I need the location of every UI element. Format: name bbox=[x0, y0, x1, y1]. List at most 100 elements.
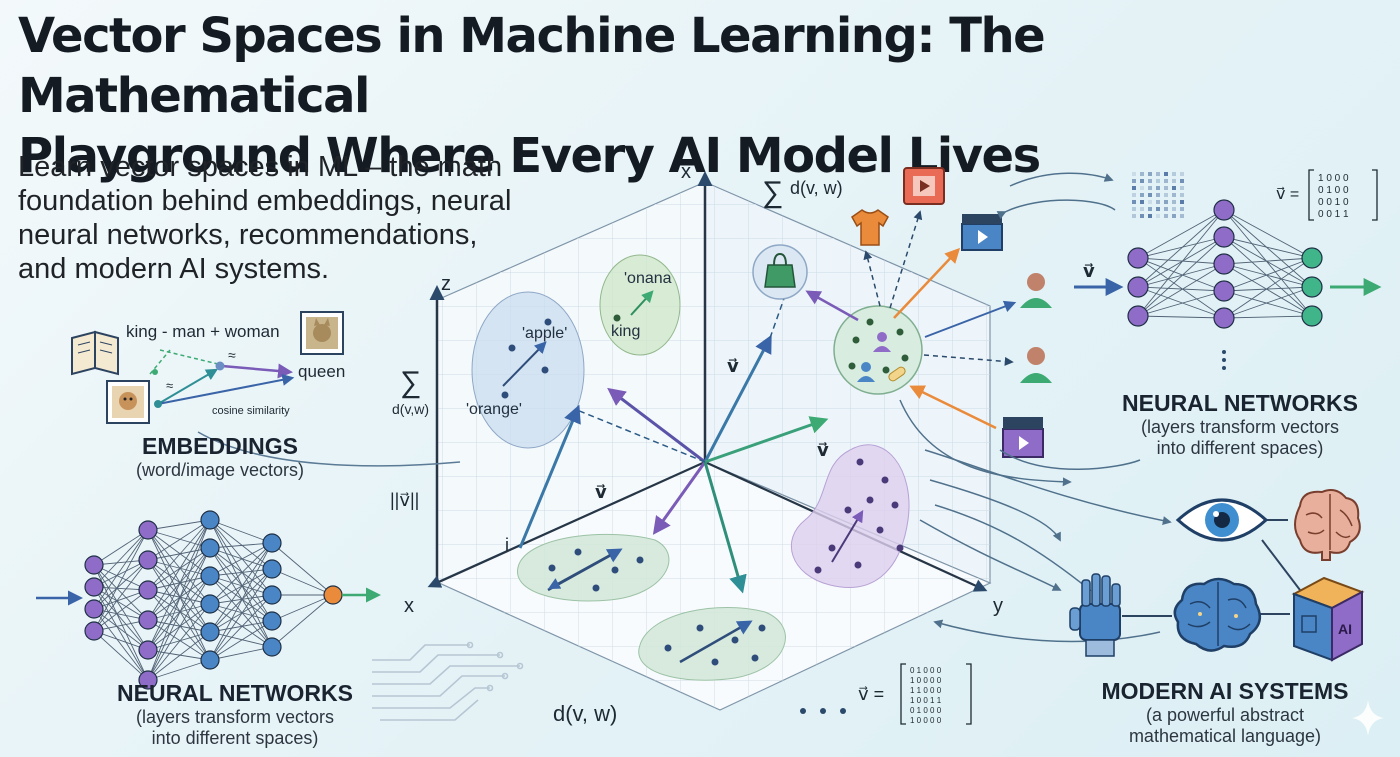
matrix-bottom: v⃗ = 0 1 0 0 0 1 0 0 0 0 1 1 0 0 0 1 0 0… bbox=[800, 663, 972, 725]
network-edge bbox=[147, 519, 211, 621]
x-axis-bottom bbox=[427, 460, 706, 588]
robot-hand-icon bbox=[1069, 573, 1121, 657]
subtitle-line-3: neural networks, recommendations, bbox=[18, 219, 478, 251]
embeddings-subheading: (word/image vectors) bbox=[135, 460, 305, 481]
floor-cluster-2 bbox=[638, 606, 786, 681]
dot-grid-cell bbox=[1140, 207, 1144, 211]
network-edge bbox=[147, 589, 211, 633]
network-edge bbox=[93, 559, 149, 632]
network-edge bbox=[209, 542, 273, 577]
embeddings-illustration: king - man + woman queen ≈ ≈ cosine simi… bbox=[71, 311, 461, 467]
dot-grid-cell bbox=[1164, 179, 1168, 183]
subtitle-line-4: and modern AI systems. bbox=[18, 253, 330, 285]
network-edge bbox=[147, 659, 211, 681]
matrix-top-row: 1 0 0 0 bbox=[1318, 173, 1349, 184]
network-edge bbox=[209, 519, 273, 596]
dot-grid-cell bbox=[1164, 214, 1168, 218]
network-node bbox=[262, 585, 282, 605]
network-node bbox=[138, 550, 158, 570]
network-edge bbox=[1137, 315, 1225, 319]
user-icon bbox=[857, 362, 875, 382]
network-edge bbox=[209, 594, 273, 633]
network-edge bbox=[209, 547, 273, 648]
label-onana: 'onana bbox=[624, 270, 672, 287]
dot-grid-cell bbox=[1140, 186, 1144, 190]
dot-grid-cell bbox=[1172, 186, 1176, 190]
svg-text:AI: AI bbox=[1338, 621, 1352, 637]
network-edge bbox=[147, 603, 211, 681]
axis-label-x-top: x bbox=[681, 161, 691, 183]
dot-grid-cell bbox=[1132, 172, 1136, 176]
network-edge bbox=[147, 603, 211, 651]
network-edge bbox=[147, 547, 211, 561]
royalty-cluster: 'onana king bbox=[599, 254, 681, 356]
matrix-top-label: v⃗ = bbox=[1276, 186, 1299, 203]
network-edge bbox=[1223, 236, 1313, 317]
label-king: king bbox=[611, 323, 640, 340]
network-node bbox=[1127, 276, 1149, 298]
network-edge bbox=[147, 547, 211, 591]
distance-left: ∑ d(v,w) bbox=[392, 366, 429, 417]
network-edge bbox=[147, 603, 211, 621]
hub-connections bbox=[805, 172, 1141, 470]
network-edge bbox=[209, 594, 273, 661]
origin-vectors: v⃗ v⃗ v⃗ ||v⃗|| i bbox=[390, 261, 829, 594]
shopping-bag-icon bbox=[752, 244, 808, 300]
network-node bbox=[1213, 280, 1235, 302]
network-node bbox=[1213, 253, 1235, 275]
network-node bbox=[1301, 247, 1323, 269]
label-approx: ≈ bbox=[228, 347, 236, 363]
video-icon bbox=[903, 167, 945, 205]
matrix-top-row: 0 0 1 1 bbox=[1318, 209, 1349, 220]
network-edge bbox=[93, 564, 149, 591]
network-node bbox=[200, 538, 220, 558]
network-edge bbox=[271, 594, 334, 622]
axis-label-i: i bbox=[505, 535, 509, 555]
network-node bbox=[200, 566, 220, 586]
network-edge bbox=[209, 519, 273, 622]
network-edge bbox=[1223, 209, 1313, 288]
network-edge bbox=[147, 649, 211, 661]
network-edge bbox=[1223, 257, 1313, 292]
dot-grid-cell bbox=[1172, 214, 1176, 218]
matrix-bottom-row: 1 0 0 0 0 bbox=[910, 676, 942, 685]
network-edge bbox=[93, 529, 149, 632]
network-edge bbox=[209, 603, 273, 622]
network-edge bbox=[209, 568, 273, 605]
network-edge bbox=[1137, 286, 1225, 319]
network-node bbox=[138, 610, 158, 630]
embeddings-heading: EMBEDDINGS bbox=[142, 433, 298, 459]
network-edge bbox=[1223, 286, 1313, 292]
dot-grid-cell bbox=[1180, 172, 1184, 176]
network-edge bbox=[1223, 286, 1313, 319]
dot-grid-cell bbox=[1132, 186, 1136, 190]
network-edge bbox=[93, 586, 149, 651]
label-sum-top: d(v, w) bbox=[790, 178, 843, 198]
dot-grid-cell bbox=[1140, 214, 1144, 218]
network-edge bbox=[147, 547, 211, 681]
network-edge bbox=[1223, 257, 1313, 265]
network-edge bbox=[147, 589, 211, 605]
network-node bbox=[1213, 307, 1235, 329]
dot-grid-cell bbox=[1156, 207, 1160, 211]
dot-grid-cell bbox=[1132, 207, 1136, 211]
network-node bbox=[1301, 276, 1323, 298]
network-edge bbox=[1223, 236, 1313, 288]
neural-right-caption: NEURAL NETWORKS (layers transform vector… bbox=[1100, 390, 1380, 460]
network-edge bbox=[209, 603, 273, 648]
label-v-1: v⃗ bbox=[727, 356, 739, 376]
network-node bbox=[323, 585, 343, 605]
title-line-1: Vector Spaces in Machine Learning: The M… bbox=[18, 8, 1046, 124]
label-orange: 'orange' bbox=[466, 401, 522, 418]
fruit-cluster: 'apple' 'orange' bbox=[466, 291, 585, 449]
network-edge bbox=[1137, 209, 1225, 259]
network-edge bbox=[1137, 290, 1225, 317]
cat-photo-icon bbox=[300, 311, 344, 355]
network-edge bbox=[209, 575, 273, 596]
label-cosine: cosine similarity bbox=[212, 405, 290, 417]
network-node bbox=[84, 599, 104, 619]
network-node bbox=[84, 577, 104, 597]
network-edge bbox=[209, 519, 273, 544]
dot-grid-cell bbox=[1148, 172, 1152, 176]
matrix-bottom-row: 1 0 0 0 0 bbox=[910, 716, 942, 725]
